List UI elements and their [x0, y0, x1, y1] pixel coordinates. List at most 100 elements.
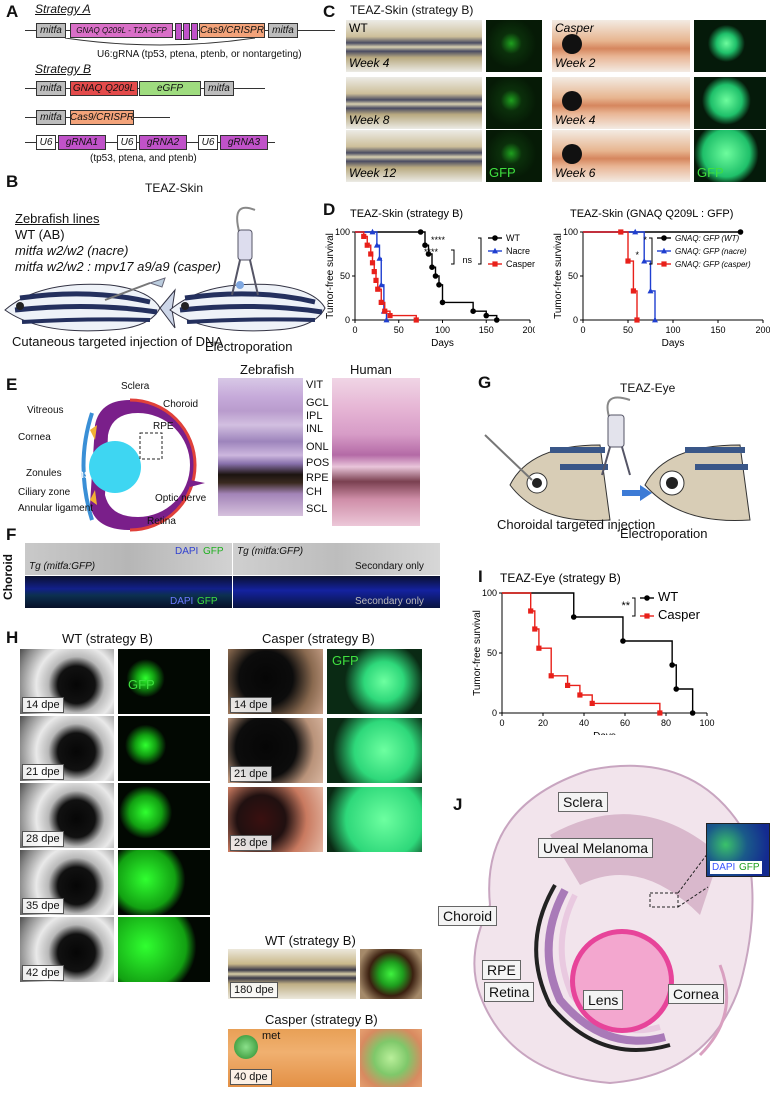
c-casper-fish-photo: Week 4: [552, 77, 690, 129]
strategy-a-heading: Strategy A: [35, 2, 91, 16]
data-point: [689, 710, 696, 716]
y-tick-label: 50: [487, 648, 497, 658]
x-tick-label: 150: [710, 325, 725, 335]
gfp-label: GFP: [489, 165, 516, 180]
data-point: [470, 308, 476, 314]
layer-label-ipl: IPL: [306, 410, 323, 422]
anatomy-label-vitreous: Vitreous: [27, 405, 64, 416]
casper-eye-tumor: [234, 1035, 258, 1059]
legend-label: GNAQ: GFP (nacre): [675, 247, 747, 256]
layer-label-pos: POS: [306, 457, 330, 469]
h-wt-gfp-photo: [118, 850, 210, 915]
casper-eye: [562, 144, 582, 164]
data-point: [589, 700, 595, 706]
data-point: [387, 313, 393, 319]
data-point: [361, 233, 367, 239]
x-tick-label: 100: [699, 718, 714, 728]
anatomy-label-lens: Lens: [64, 467, 91, 481]
layer-label-onl: ONL: [306, 441, 329, 453]
h-casper-eye-photo: 14 dpe: [228, 649, 323, 714]
h-wt-eye-photo: 35 dpe: [20, 850, 114, 915]
casper-40dpe-eye-photo: [360, 1029, 422, 1087]
j-label-rpe: RPE: [482, 960, 521, 980]
anatomy-label-ciliary-zone: Ciliary zone: [18, 487, 71, 498]
line-nacre: mitfa w2/w2 (nacre): [15, 243, 129, 258]
data-point: [364, 242, 370, 248]
layer-label-inl: INL: [306, 423, 324, 435]
x-tick-label: 100: [665, 325, 680, 335]
layer-label-vit: VIT: [306, 379, 324, 391]
h-wt-title: WT (strategy B): [62, 631, 153, 646]
h-wt-eye-photo: 21 dpe: [20, 716, 114, 781]
h-wt-gfp-photo: GFP: [118, 649, 210, 714]
data-point: [373, 242, 380, 248]
sig-star: **: [621, 600, 630, 612]
grna1-box: gRNA1: [58, 135, 106, 150]
panel-label-g: G: [478, 373, 492, 392]
sig-star: *: [635, 250, 639, 260]
sig-bracket: [451, 237, 482, 265]
grna2-box: gRNA2: [139, 135, 187, 150]
y-tick-label: 100: [482, 588, 497, 598]
dpe-label: 42 dpe: [22, 965, 64, 981]
data-point: [669, 662, 675, 668]
zebrafish-histology-image: [218, 378, 303, 516]
eye-anatomy-diagram: [81, 398, 205, 532]
sig-bracket: [649, 237, 653, 265]
week-label: Week 8: [349, 113, 390, 127]
zebrafish-heading: Zebrafish: [240, 362, 295, 377]
sig-star: ****: [424, 247, 439, 257]
layer-label-rpe: RPE: [306, 472, 329, 484]
data-point: [618, 229, 624, 235]
h-wt-gfp-photo: [118, 917, 210, 982]
x-tick-label: 0: [352, 325, 357, 335]
c-casper-fish-photo: Week 6: [552, 130, 690, 182]
h-wt-eye-photo: 42 dpe: [20, 917, 114, 982]
x-tick-label: 150: [479, 325, 494, 335]
data-point: [378, 299, 384, 305]
targets-b-caption: (tp53, ptena, and ptenb): [90, 153, 197, 164]
legend-label: GNAQ: GFP (WT): [675, 234, 739, 243]
teaz-skin-title: TEAZ-Skin: [145, 181, 204, 195]
h-casper40-title: Casper (strategy B): [265, 1012, 378, 1027]
h-casper-gfp-photo: [327, 787, 422, 852]
mitfa-box: mitfa: [268, 23, 298, 38]
c-wt-fish-photo: Week 12: [346, 130, 482, 182]
c-wt-gfp-photo: GFP: [486, 130, 542, 182]
data-point: [548, 673, 554, 679]
gnaq-t2a-gfp-box: GNAQ Q209L - T2A-GFP: [70, 23, 173, 38]
x-axis-label: Days: [662, 338, 685, 349]
data-point: [422, 242, 428, 248]
grna-stripe: [191, 23, 198, 40]
legend-marker: [644, 595, 650, 601]
dpe-label: 35 dpe: [22, 898, 64, 914]
u6-box: U6: [198, 135, 218, 150]
egfp-box: eGFP: [139, 81, 201, 96]
line-wt: WT (AB): [15, 227, 65, 242]
data-point: [528, 608, 534, 614]
mitfa-box: mitfa: [36, 81, 66, 96]
series-casper: [502, 592, 663, 716]
anatomy-label-optic-nerve: Optic nerve: [155, 493, 207, 504]
gfp-label: GFP: [203, 546, 224, 557]
x-tick-label: 40: [579, 718, 589, 728]
data-point: [536, 645, 542, 651]
legend-label: Casper: [506, 259, 535, 269]
data-point: [439, 299, 446, 306]
x-tick-label: 50: [623, 325, 633, 335]
dpe-label: 28 dpe: [230, 835, 272, 851]
met-label: met: [262, 1030, 281, 1042]
layer-label-ch: CH: [306, 486, 322, 498]
j-label-choroid: Choroid: [438, 906, 498, 926]
survival-curve: [355, 231, 417, 320]
y-tick-label: 0: [492, 708, 497, 718]
data-point: [429, 264, 435, 270]
j-label-lens: Lens: [583, 990, 624, 1010]
h-casper-title: Casper (strategy B): [262, 631, 375, 646]
data-point: [570, 614, 577, 620]
data-point: [632, 228, 639, 235]
y-tick-label: 100: [563, 227, 578, 237]
x-tick-label: 20: [538, 718, 548, 728]
sig-ns: ns: [462, 255, 472, 265]
legend-marker: [644, 613, 650, 619]
